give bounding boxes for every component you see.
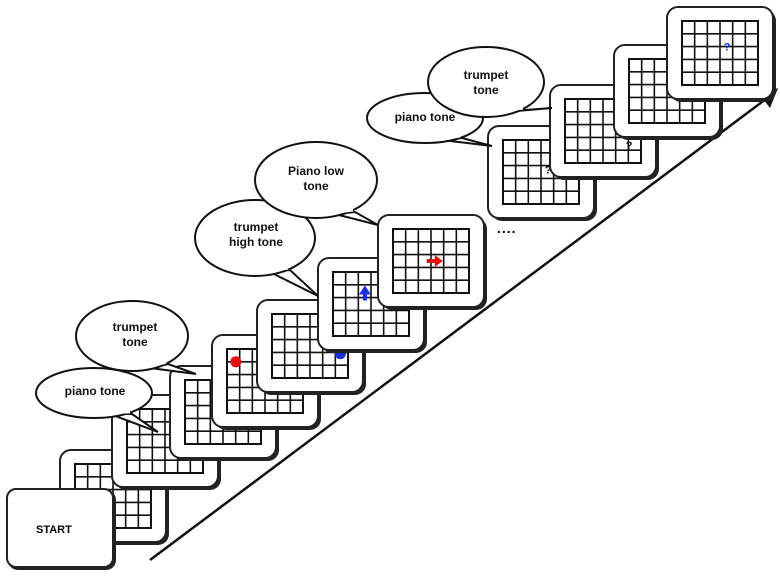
stimulus-frame: ? [666, 6, 776, 102]
frame-symbol: ? [724, 41, 731, 53]
start-box: START [6, 488, 114, 568]
timeline-arrow-line [149, 94, 771, 562]
stimulus-frame [377, 214, 487, 310]
ellipsis: .... [497, 220, 517, 236]
frame-symbol: ? [626, 140, 633, 152]
start-label: START [36, 524, 72, 536]
speech-bubble [75, 300, 197, 375]
bubble-label-5: piano tone [394, 110, 456, 124]
red-right-arrow-icon [434, 255, 443, 267]
red-dot-marker [230, 356, 242, 368]
speech-bubble [35, 367, 159, 433]
speech-bubble [427, 46, 553, 118]
speech-bubble [254, 141, 379, 226]
speech-bubble [194, 199, 319, 297]
frame-symbol: ? [545, 164, 552, 176]
blue-up-arrow-icon [358, 285, 371, 295]
bubble-label-1: piano tone [64, 384, 126, 398]
